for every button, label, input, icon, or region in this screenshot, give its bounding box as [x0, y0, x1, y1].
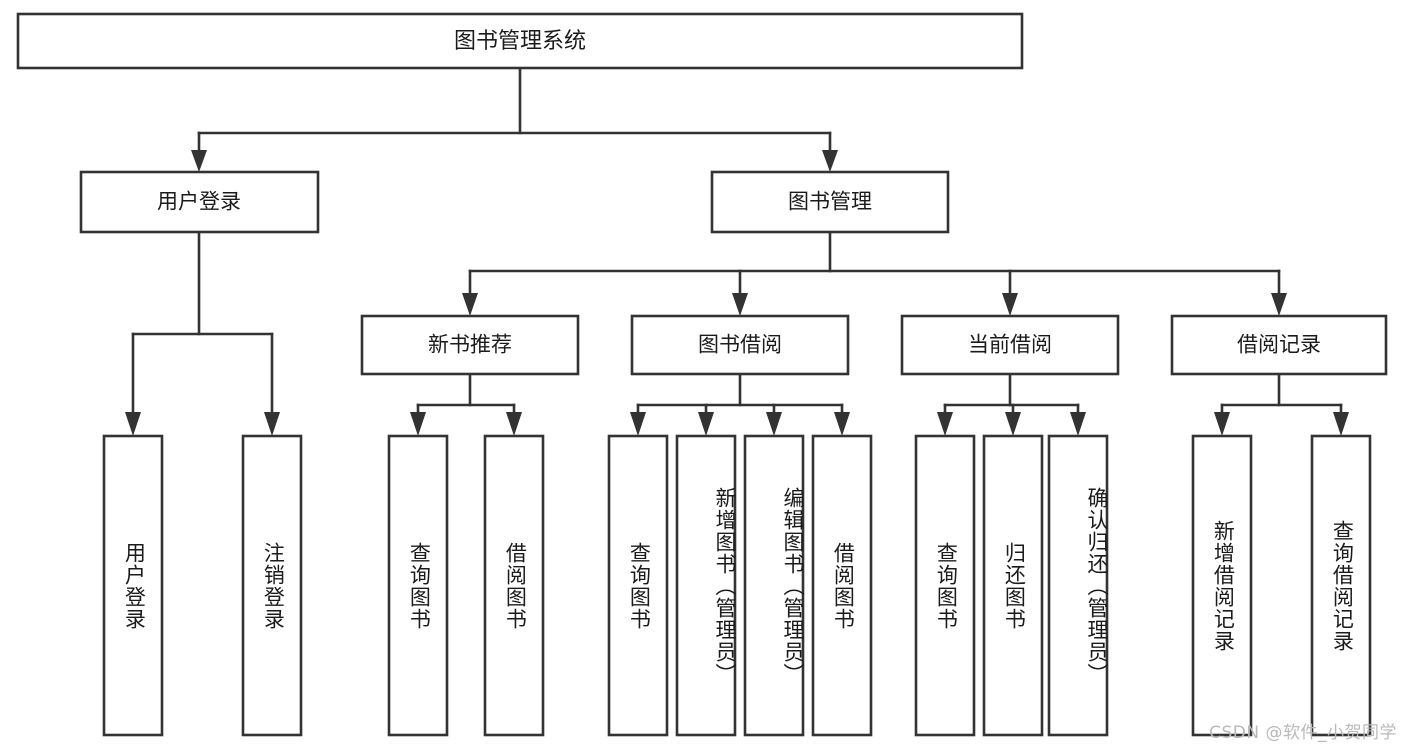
node-borrow-record-label: 借阅记录 — [1237, 334, 1321, 357]
node-book-borrow[interactable]: 图书借阅 — [630, 314, 850, 376]
node-root[interactable]: 图书管理系统 — [16, 12, 1024, 70]
connector-borrow-record-branch — [1214, 372, 1349, 436]
leaf-box-br-query-record[interactable] — [1310, 434, 1372, 737]
node-current-borrow-label: 当前借阅 — [968, 334, 1052, 357]
leaf-box-cb-query-book[interactable] — [914, 434, 976, 737]
node-current-borrow[interactable]: 当前借阅 — [900, 314, 1120, 376]
csdn-watermark: CSDN @软件_小贺同学 — [1209, 723, 1397, 743]
leaf-box-cb-return-book[interactable] — [982, 434, 1044, 737]
node-new-book-label: 新书推荐 — [428, 334, 512, 357]
connector-book-borrow-branch — [630, 372, 850, 436]
connector-user-login-branch — [125, 230, 280, 436]
node-root-label: 图书管理系统 — [454, 28, 586, 53]
leaf-box-user-login[interactable] — [102, 434, 164, 737]
leaf-box-nb-query-book[interactable] — [387, 434, 449, 737]
node-new-book[interactable]: 新书推荐 — [360, 314, 580, 376]
leaf-box-cb-confirm-return[interactable] — [1047, 434, 1109, 737]
leaf-box-br-add-record[interactable] — [1191, 434, 1253, 737]
leaf-box-nb-borrow-book[interactable] — [483, 434, 545, 737]
leaf-box-bb-borrow-book[interactable] — [811, 434, 873, 737]
node-user-login[interactable]: 用户登录 — [79, 170, 320, 234]
leaf-box-bb-edit-book[interactable] — [743, 434, 805, 737]
connector-current-borrow-branch — [937, 372, 1086, 436]
node-book-manage[interactable]: 图书管理 — [710, 170, 950, 234]
leaf-box-bb-add-book[interactable] — [675, 434, 737, 737]
leaf-box-bb-query-book[interactable] — [607, 434, 669, 737]
node-book-borrow-label: 图书借阅 — [698, 334, 782, 357]
node-book-manage-label: 图书管理 — [788, 191, 872, 214]
leaf-box-logout[interactable] — [241, 434, 303, 737]
connector-new-book-branch — [410, 372, 522, 436]
node-user-login-label: 用户登录 — [157, 191, 241, 214]
connector-root-to-level2 — [191, 66, 838, 172]
node-borrow-record[interactable]: 借阅记录 — [1170, 314, 1388, 376]
connector-book-manage-branch — [462, 230, 1287, 316]
